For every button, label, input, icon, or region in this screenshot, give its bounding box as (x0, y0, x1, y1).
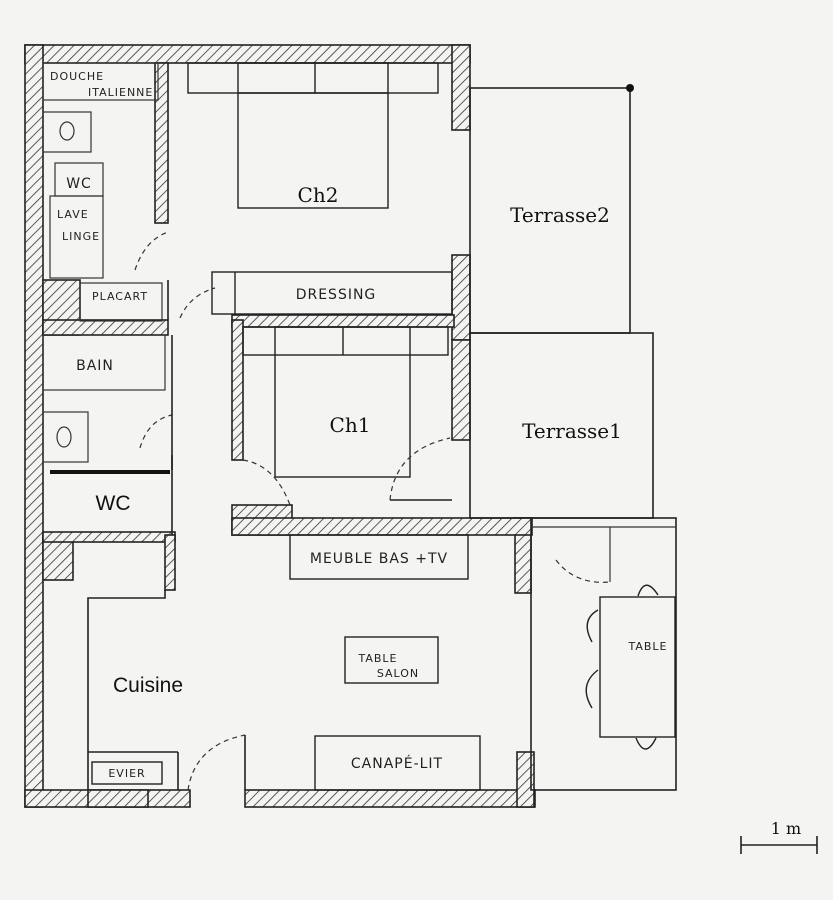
label-italienne: ITALIENNE (88, 86, 153, 99)
room-label-terrasse1: Terrasse1 (522, 419, 622, 443)
scale-label: 1 m (771, 819, 801, 838)
bathroom-zone (42, 62, 173, 535)
room-label-terrasse2: Terrasse2 (510, 203, 610, 227)
coffee-table (344, 636, 439, 684)
label-canape: CANAPÉ-LIT (351, 755, 443, 772)
label-table-salon-2: SALON (377, 667, 419, 680)
chair-1 (586, 609, 599, 643)
scale-bar: 1 m (740, 819, 818, 854)
ch1-door-swing (242, 459, 291, 506)
label-lave: LAVE (57, 208, 89, 221)
label-table-salon-1: TABLE (357, 652, 397, 665)
ch1-headboard (242, 326, 449, 356)
sofa-bed (314, 735, 481, 791)
interior-walls (42, 62, 533, 808)
label-douche: DOUCHE (50, 70, 104, 83)
bedroom-1 (242, 326, 452, 506)
wall-top (24, 44, 471, 64)
kitchen-counter (87, 590, 166, 790)
label-wc-top: WC (66, 176, 92, 192)
wall-ch1-top (231, 314, 455, 328)
placart-box (79, 282, 163, 322)
wall-window-kitchen (87, 789, 149, 808)
outer-walls (24, 44, 536, 808)
wall-bath-divider (42, 319, 169, 336)
chair-2 (585, 669, 599, 709)
wall-kitchen-right (164, 534, 176, 591)
label-table: TABLE (627, 640, 667, 653)
wall-right-upper (451, 44, 471, 131)
wall-bottom-right (244, 789, 536, 808)
room-label-wc: WC (96, 492, 131, 515)
sink-top (42, 111, 92, 153)
chair-3 (637, 584, 659, 597)
entry-door-swing (187, 734, 246, 791)
balcony-door-swing (555, 559, 611, 583)
living-area (187, 517, 677, 791)
wall-ch1-bottom (231, 517, 533, 536)
wc-door-swing (139, 414, 173, 449)
label-linge: LINGE (62, 230, 100, 243)
label-dressing: DRESSING (296, 287, 377, 303)
sink-cabinet (91, 761, 163, 785)
washing-machine-box (49, 195, 104, 279)
dining-table (599, 596, 676, 738)
wall-left (24, 44, 44, 808)
wall-bottom-pillar (516, 751, 535, 808)
tv-cabinet (289, 534, 469, 580)
ch2-door-swing (179, 287, 216, 319)
room-label-ch2: Ch2 (298, 183, 339, 207)
wall-wc-bottom (42, 531, 176, 543)
dressing-cabinet (211, 271, 453, 315)
shower-outline (42, 62, 159, 101)
chair-4 (635, 737, 657, 750)
bedroom-2 (179, 62, 453, 319)
room-label-cuisine: Cuisine (113, 674, 183, 697)
bath-door-swing (134, 231, 169, 271)
dining-area-outline (530, 517, 677, 791)
label-placart: PLACART (92, 290, 148, 303)
sink-top-basin-icon (59, 121, 75, 141)
label-meuble-tv: MEUBLE BAS +TV (310, 551, 448, 567)
wall-bath-ch2 (154, 62, 169, 224)
kitchen (87, 590, 179, 790)
sink-lower (42, 411, 89, 463)
terraces (469, 84, 654, 519)
label-bain: BAIN (76, 358, 114, 374)
terrace-door-swing (389, 437, 451, 501)
wall-right-lower (451, 339, 471, 441)
bathtub (42, 334, 166, 391)
room-label-ch1: Ch1 (330, 413, 371, 437)
sink-lower-basin-icon (56, 426, 72, 448)
ch2-headboard (187, 62, 439, 94)
label-evier: EVIER (108, 767, 145, 780)
wall-ch1-left (231, 319, 244, 461)
ch2-bed (237, 62, 389, 209)
